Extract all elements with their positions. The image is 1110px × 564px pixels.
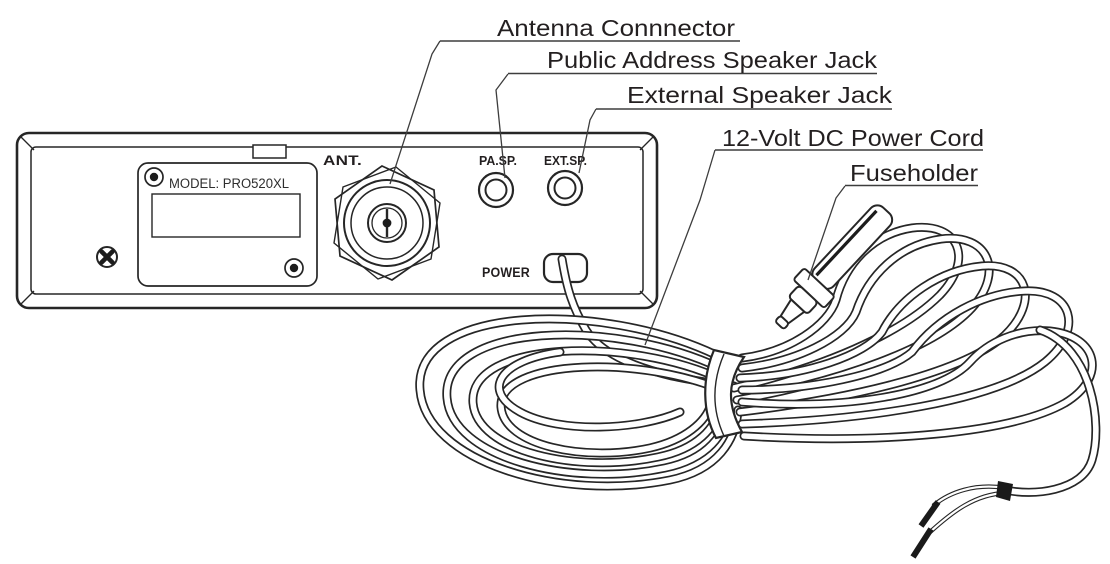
- ext-speaker-jack: [546, 169, 584, 207]
- callout-power-cord: 12-Volt DC Power Cord: [722, 125, 984, 151]
- leader-line-antenna: [389, 40, 441, 185]
- power-cord: [415, 222, 1101, 559]
- power-cord-strand-core: [496, 349, 683, 430]
- connector-socket-inner: [371, 207, 403, 239]
- model-plate: MODEL: PRO520XL: [137, 162, 318, 287]
- power-cord-strand-core: [470, 347, 726, 466]
- pa-sp-label: PA.SP.: [479, 154, 517, 168]
- leader-line-ext-speaker: [578, 108, 597, 174]
- stripped-wire-tip: [918, 500, 941, 528]
- power-cord-strand-core: [739, 327, 1096, 442]
- connector-ring-inner: [350, 186, 424, 260]
- connector-ring-outer: [343, 179, 431, 267]
- callout-pa-speaker-jack: Public Address Speaker Jack: [547, 47, 877, 73]
- pa-speaker-jack: [477, 171, 515, 209]
- model-plate-outline: [137, 162, 318, 287]
- plate-screw-center: [149, 172, 159, 182]
- power-cord-strand-core: [734, 235, 992, 403]
- ant-label: ANT.: [323, 153, 362, 168]
- bevel-corner-bl: [20, 290, 35, 305]
- power-cord-strand-core: [417, 316, 741, 489]
- fuseholder-shade-line: [815, 209, 878, 277]
- power-cord-strand-core: [1003, 327, 1099, 496]
- callout-antenna-connector: Antenna Connnector: [497, 15, 735, 41]
- fuseholder-body: [811, 204, 894, 290]
- cable-tie-wrap: [704, 348, 746, 440]
- connector-center-pin: [382, 218, 392, 228]
- panel-top-tab: [252, 144, 287, 159]
- plate-screw-icon: [284, 258, 304, 278]
- model-number-label: MODEL: PRO520XL: [169, 176, 289, 191]
- power-label: POWER: [482, 265, 530, 280]
- bevel-corner-br: [639, 290, 654, 305]
- radio-rear-panel: MODEL: PRO520XL ANT. PA.SP.: [15, 131, 659, 310]
- leader-line-power-cord: [644, 149, 716, 346]
- power-cord-strand-core: [739, 288, 1072, 427]
- power-cord-strand-core: [444, 332, 732, 477]
- fuseholder-end-cap: [775, 315, 789, 330]
- leader-line-pa-speaker: [495, 73, 509, 179]
- ext-sp-label: EXT.SP.: [544, 154, 587, 168]
- panel-inner-bevel: [30, 146, 644, 295]
- power-cord-strand-core: [498, 364, 729, 456]
- connector-socket: [367, 203, 407, 243]
- plate-screw-center: [289, 263, 299, 273]
- power-cord-strand-core: [737, 263, 1029, 415]
- phillips-screw-icon: [96, 246, 118, 268]
- callout-ext-speaker-jack: External Speaker Jack: [627, 82, 892, 108]
- cord-split-clip: [996, 481, 1013, 501]
- bevel-corner-tl: [20, 136, 35, 151]
- bevel-corner-tr: [639, 136, 654, 151]
- connector-hex-chamfer: [333, 166, 441, 280]
- fuseholder: [775, 204, 894, 330]
- stripped-wire-tip: [910, 527, 934, 559]
- leader-line-fuseholder: [807, 185, 846, 281]
- plate-screw-icon: [144, 167, 164, 187]
- antenna-connector: [333, 165, 441, 281]
- callout-fuseholder: Fuseholder: [850, 160, 978, 186]
- serial-label-blank: [151, 193, 301, 238]
- connector-hex-nut: [334, 165, 440, 281]
- callout-labels: Antenna Connnector Public Address Speake…: [389, 15, 984, 346]
- panel-outer-edge: [15, 131, 659, 310]
